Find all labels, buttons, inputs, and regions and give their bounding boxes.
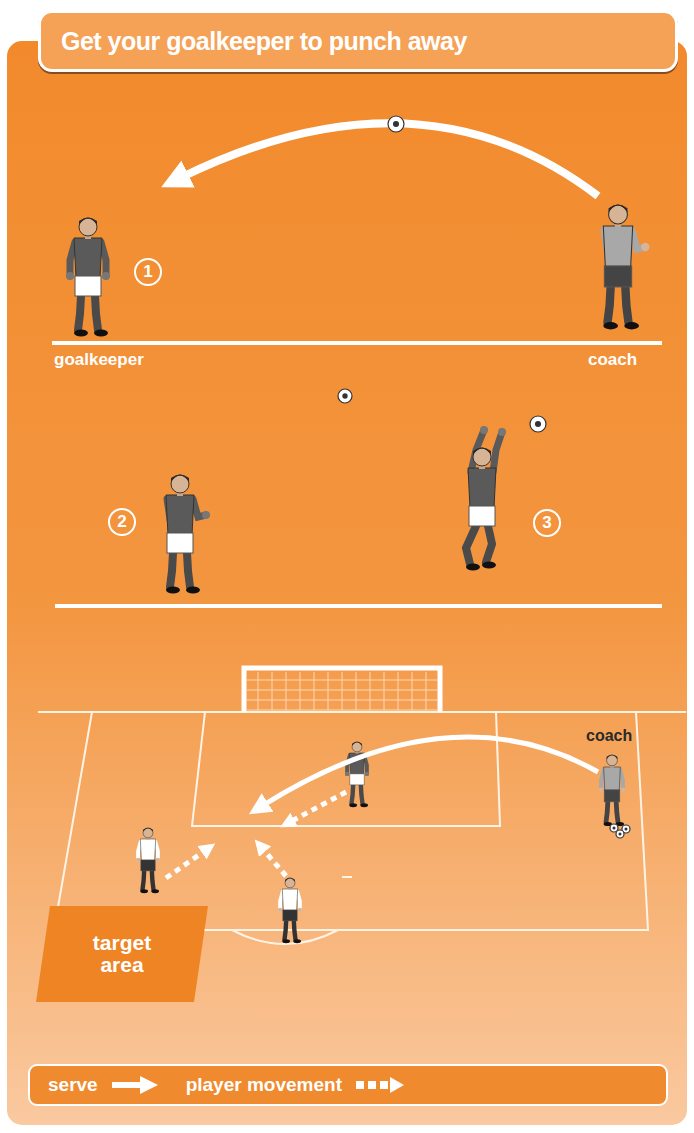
attacker-figure xyxy=(278,878,302,943)
legend-sample xyxy=(352,1075,408,1095)
goal-net xyxy=(247,672,437,710)
background-panel xyxy=(6,40,688,1126)
legend-bar: serve player movement xyxy=(28,1064,668,1106)
football xyxy=(388,116,404,132)
title-tab: Get your goalkeeper to punch away xyxy=(38,10,678,72)
movement-arrow xyxy=(166,850,206,878)
legend-sample xyxy=(108,1075,164,1095)
goalkeeper-jumping xyxy=(466,426,506,571)
legend-text: serve xyxy=(48,1074,98,1096)
serve-arrow xyxy=(262,737,598,806)
attacker-figure xyxy=(136,828,160,893)
six-yard-box xyxy=(192,712,500,826)
callout-text: 3 xyxy=(542,514,551,532)
goalkeeper-figure xyxy=(66,218,110,337)
goal-line xyxy=(38,711,686,713)
callout-number: 3 xyxy=(533,509,561,537)
serve-arrow xyxy=(180,123,598,196)
football xyxy=(530,416,546,432)
football xyxy=(338,389,352,403)
divider-line xyxy=(52,341,662,345)
figure-label: goalkeeper xyxy=(54,350,144,370)
movement-arrow xyxy=(290,792,346,822)
callout-text: 1 xyxy=(143,263,152,281)
coach-figure xyxy=(599,755,625,826)
callout-number: 2 xyxy=(108,508,136,536)
legend-item: player movement xyxy=(186,1074,408,1096)
divider-line xyxy=(55,604,662,608)
football xyxy=(616,830,624,838)
movement-arrow xyxy=(262,848,286,876)
penalty-spot xyxy=(342,876,352,878)
area-label: target area xyxy=(77,932,167,976)
goalkeeper-figure xyxy=(166,475,210,594)
target-area-box: target area xyxy=(36,906,208,1002)
figure-label: coach xyxy=(586,727,632,745)
callout-number: 1 xyxy=(134,258,162,286)
title: Get your goalkeeper to punch away xyxy=(61,27,467,56)
legend-text: player movement xyxy=(186,1074,342,1096)
coach-figure xyxy=(603,204,649,329)
figure-label: coach xyxy=(588,350,637,370)
legend-item: serve xyxy=(48,1074,164,1096)
goal-frame xyxy=(244,668,440,712)
penalty-box xyxy=(54,712,648,930)
callout-text: 2 xyxy=(117,513,126,531)
goalkeeper-figure xyxy=(345,742,369,807)
